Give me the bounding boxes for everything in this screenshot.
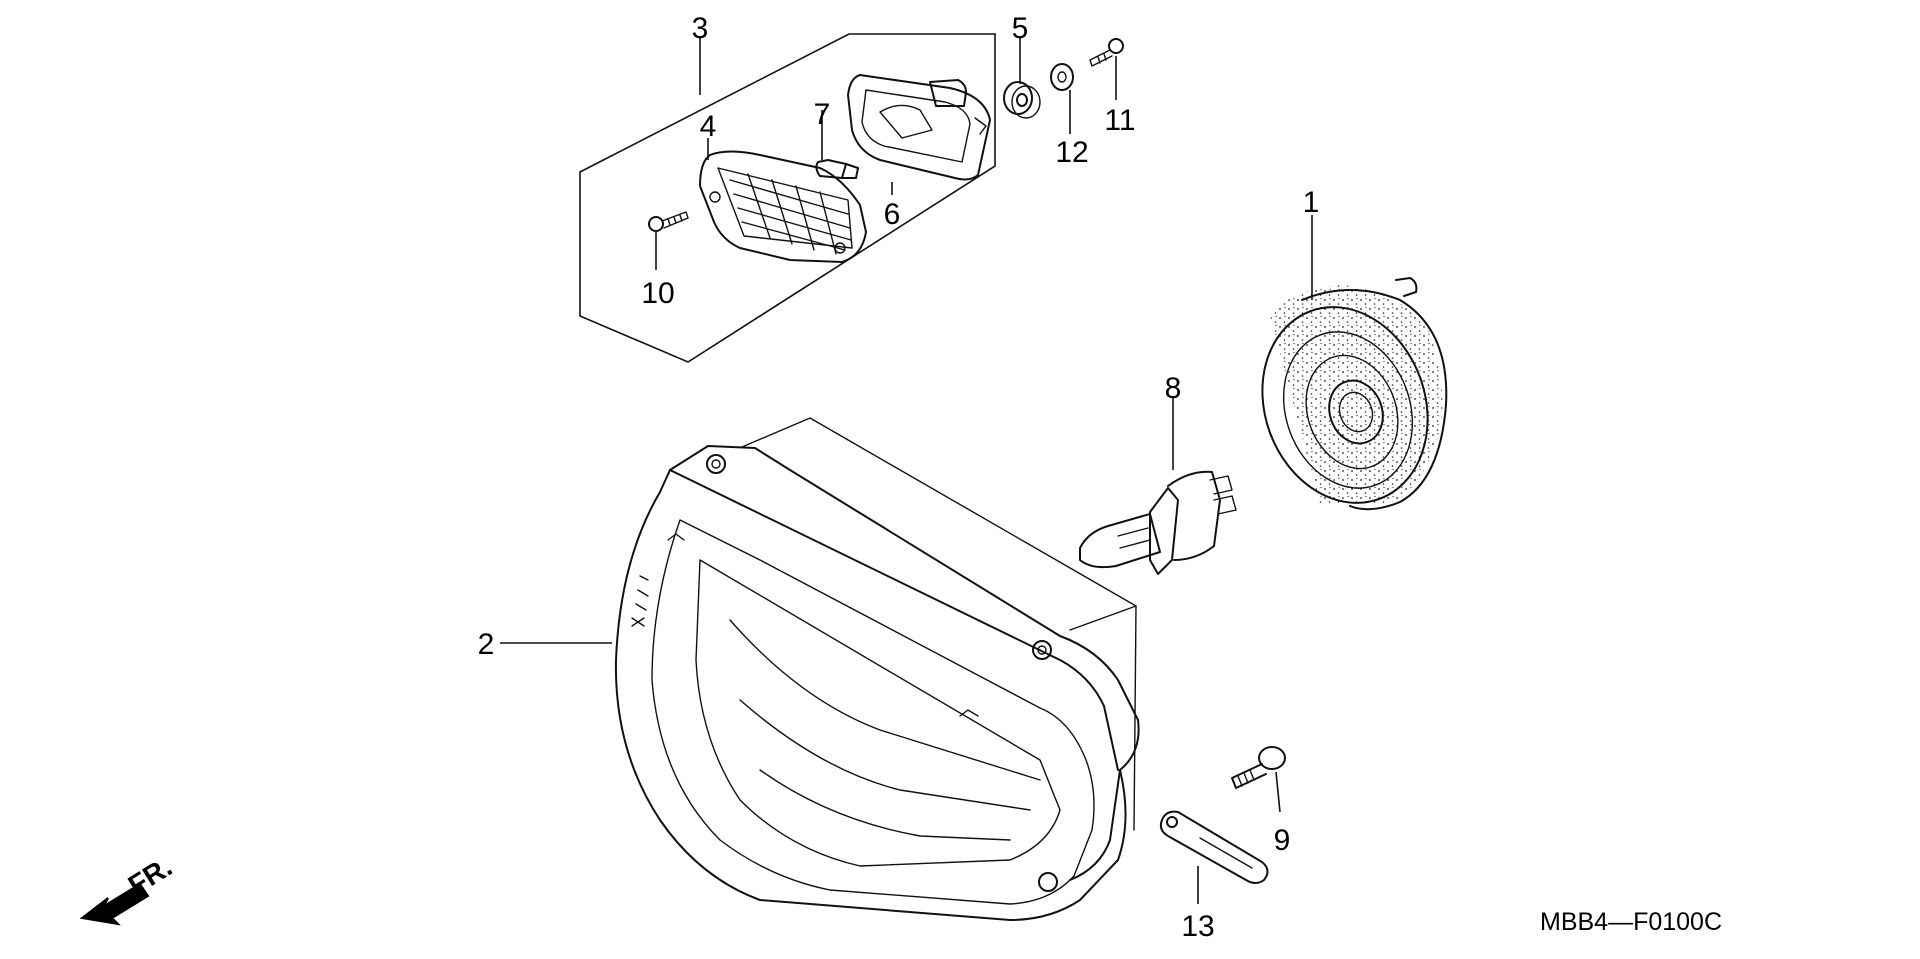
drawing-code: MBB4—F0100C: [1540, 908, 1722, 936]
callout-10: 10: [641, 277, 674, 310]
callout-13: 13: [1181, 910, 1214, 943]
callout-1: 1: [1303, 186, 1320, 219]
part-5-grommet: [1003, 81, 1041, 119]
assembly-3-outline: [579, 33, 996, 363]
part-12-washer: [1050, 63, 1074, 91]
part-8-headlight-bulb: [1079, 470, 1237, 575]
callout-11: 11: [1104, 104, 1135, 137]
callout-labels: 1 2 3 4 5 6 7 8 9 10 11 12 13: [478, 12, 1320, 943]
callout-3: 3: [692, 12, 709, 45]
callout-9: 9: [1274, 824, 1291, 857]
leader-lines: [500, 38, 1313, 904]
callout-8: 8: [1165, 372, 1182, 405]
callout-4: 4: [700, 110, 717, 143]
part-10-screw: [648, 211, 689, 232]
callout-2: 2: [478, 628, 495, 661]
part-6-housing: [847, 74, 991, 181]
front-direction-marker: FR.: [79, 851, 177, 926]
callout-5: 5: [1012, 12, 1029, 45]
part-11-screw: [1089, 38, 1124, 67]
callout-6: 6: [884, 198, 901, 231]
part-2-headlight-unit: [614, 417, 1140, 921]
part-13-bracket: [1159, 810, 1269, 884]
part-7-bulb: [815, 159, 859, 179]
part-9-bolt: [1231, 746, 1286, 789]
callout-7: 7: [814, 98, 831, 131]
part-1-socket-cover: [1261, 277, 1448, 511]
part-4-lens: [699, 150, 867, 263]
callout-12: 12: [1055, 136, 1088, 169]
